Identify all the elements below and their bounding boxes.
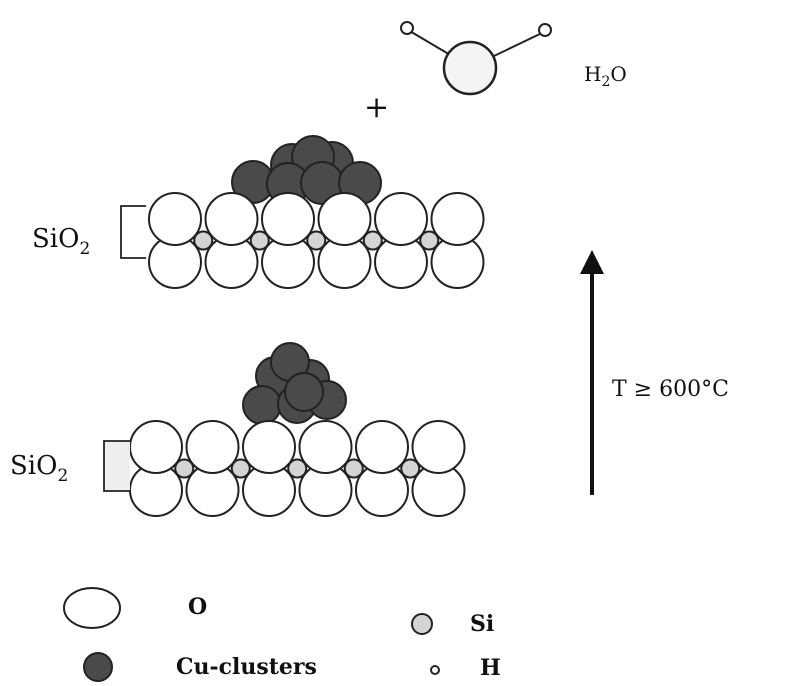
arrow-head bbox=[580, 250, 604, 274]
silicon-atom bbox=[249, 230, 270, 251]
legend-silicon-icon bbox=[411, 613, 433, 635]
oh-bond-right bbox=[493, 31, 545, 57]
oxygen-atom bbox=[185, 420, 240, 474]
water-formula-label: H2O bbox=[584, 62, 627, 90]
legend-hydrogen-icon bbox=[430, 665, 440, 675]
oxygen-atom bbox=[355, 420, 409, 474]
sio2-label-top: SiO2 bbox=[32, 224, 90, 259]
legend-oxygen-icon bbox=[63, 587, 121, 629]
silicon-atom bbox=[230, 458, 251, 479]
oh-bond-left bbox=[407, 29, 453, 57]
sio2-label-bottom: SiO2 bbox=[10, 451, 68, 486]
temperature-label: T ≥ 600°C bbox=[612, 377, 729, 402]
silicon-atom bbox=[362, 230, 383, 251]
silicon-atom bbox=[174, 458, 195, 479]
legend-cu-icon bbox=[83, 652, 113, 682]
water-hydrogen-left bbox=[400, 21, 414, 35]
sio2-slab-top bbox=[148, 192, 485, 289]
water-oxygen bbox=[442, 40, 498, 96]
silicon-atom bbox=[419, 230, 440, 251]
oxygen-atom bbox=[317, 192, 372, 246]
oxygen-atom bbox=[411, 420, 466, 474]
cu-atom bbox=[284, 372, 324, 412]
silicon-atom bbox=[306, 230, 327, 251]
oxygen-atom bbox=[204, 192, 259, 246]
sio2-slab-bottom bbox=[129, 420, 466, 517]
oxygen-atom bbox=[148, 192, 202, 246]
oxygen-atom bbox=[374, 192, 428, 246]
water-hydrogen-right bbox=[538, 23, 552, 37]
legend: O Si Cu-clusters H bbox=[63, 587, 501, 682]
cu-cluster-bottom bbox=[242, 342, 347, 425]
oxygen-atom bbox=[430, 192, 485, 246]
silicon-atom bbox=[400, 458, 421, 479]
oxygen-atom bbox=[261, 192, 315, 246]
cu-atom bbox=[242, 385, 282, 425]
oxygen-atom bbox=[242, 420, 296, 474]
silicon-atom bbox=[287, 458, 308, 479]
legend-oxygen-label: O bbox=[188, 594, 207, 620]
legend-hydrogen-label: H bbox=[480, 655, 501, 681]
silicon-atom bbox=[193, 230, 214, 251]
sio2-bracket-bottom bbox=[103, 440, 130, 492]
legend-cu-label: Cu-clusters bbox=[176, 654, 317, 680]
sio2-bracket-fill-bottom bbox=[104, 441, 130, 491]
oxygen-atom bbox=[298, 420, 353, 474]
water-molecule bbox=[400, 21, 552, 96]
heating-arrow bbox=[580, 250, 604, 495]
plus-sign: + bbox=[364, 90, 389, 125]
silicon-atom bbox=[343, 458, 364, 479]
legend-silicon-label: Si bbox=[470, 611, 494, 637]
cu-cluster-top bbox=[231, 135, 382, 206]
sio2-bracket-top bbox=[120, 205, 146, 259]
oxygen-atom bbox=[129, 420, 183, 474]
